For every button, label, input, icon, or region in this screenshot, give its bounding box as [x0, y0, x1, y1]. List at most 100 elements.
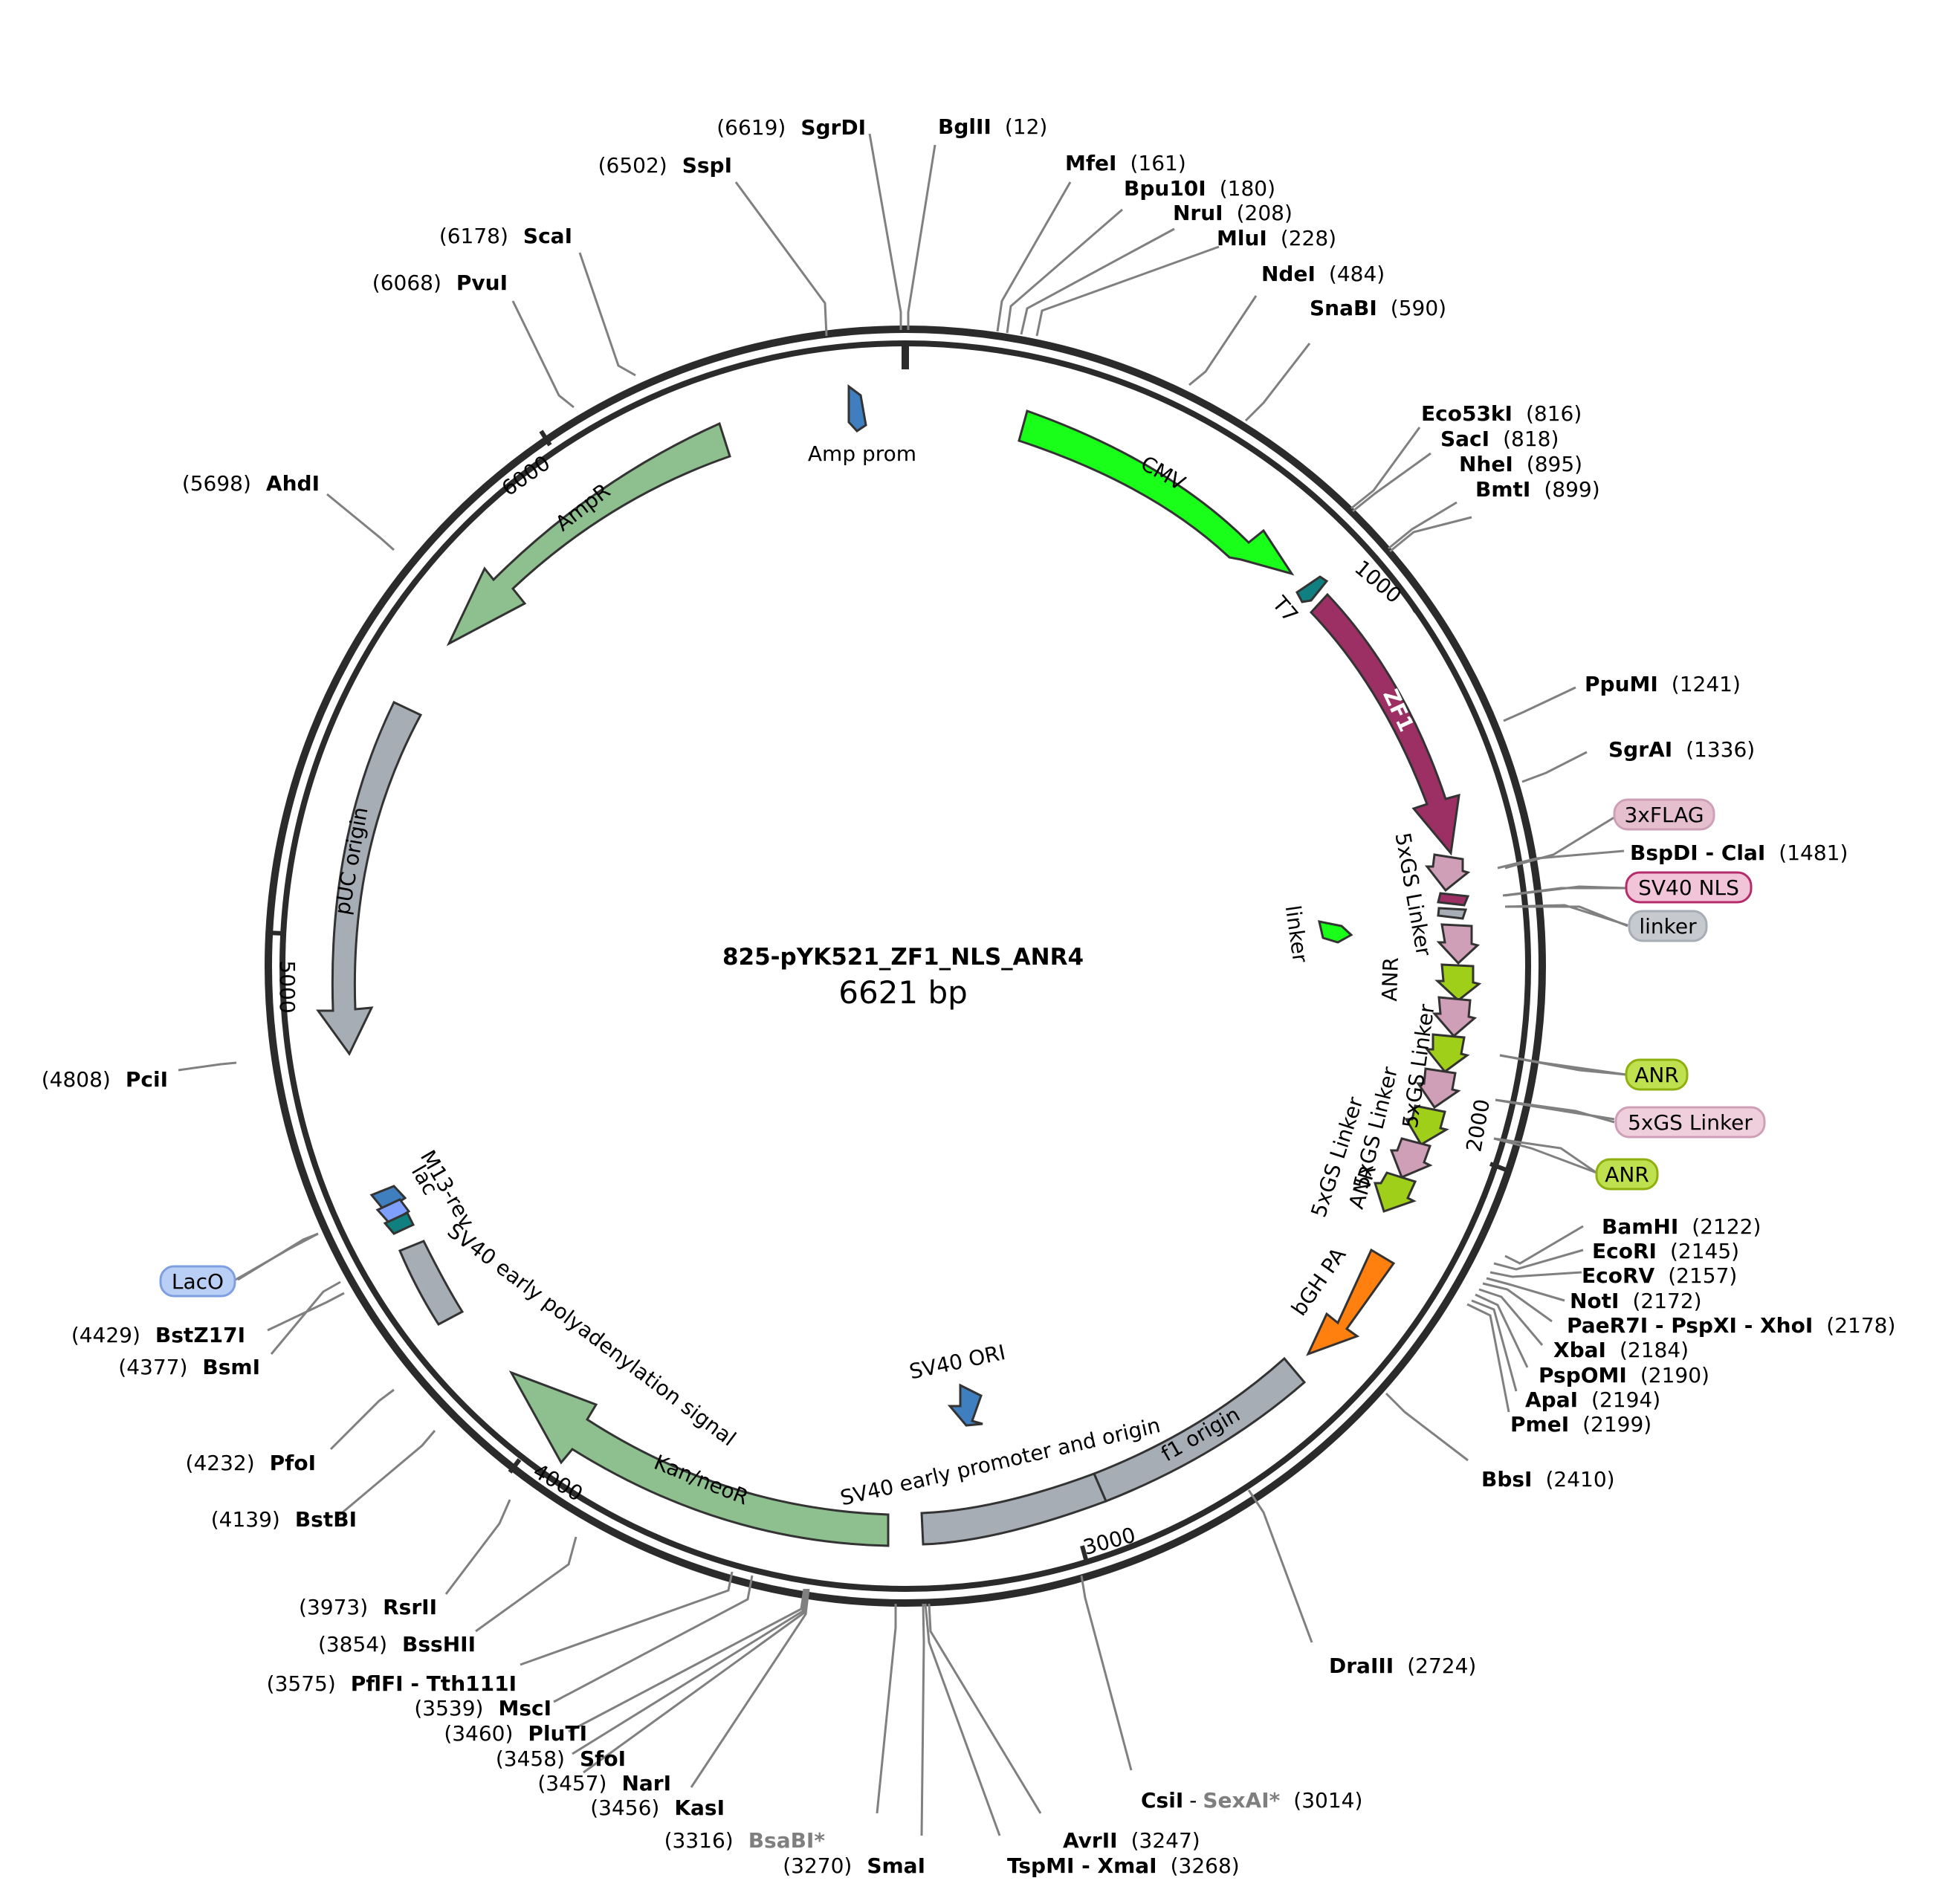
- plasmid-name: 825-pYK521_ZF1_NLS_ANR4: [722, 944, 1084, 971]
- sv40-ori-arrow: [947, 1383, 983, 1427]
- site-sspi: (6502)SspI: [598, 153, 732, 178]
- plasmid-size: 6621 bp: [838, 974, 968, 1011]
- site-kasi: (3456)KasI: [590, 1795, 725, 1820]
- anr-arrow-2: [1424, 1033, 1470, 1074]
- sv40-ori-label: SV40 ORI: [907, 1340, 1007, 1385]
- box-leaders: [233, 815, 1628, 1282]
- kan-neor-arrow: [508, 1370, 890, 1547]
- site-tspmi-xmai: TspMI - XmaI(3268): [1007, 1853, 1240, 1878]
- anr-arrow-3: [1404, 1104, 1449, 1147]
- site-apai: ApaI(2194): [1525, 1387, 1660, 1412]
- t7-arrow: [1295, 575, 1329, 603]
- site-nhei: NheI(895): [1459, 452, 1582, 476]
- box-3xflag: 3xFLAG: [1613, 798, 1715, 831]
- site-pvui: (6068)PvuI: [372, 271, 508, 295]
- 5xgs-linker-arrow-1: [1424, 853, 1471, 893]
- site-ahdi: (5698)AhdI: [182, 471, 320, 496]
- site-nari: (3457)NarI: [537, 1771, 671, 1795]
- legend-boxes: 3xFLAG SV40 NLS linker ANR 5xGS Linker A…: [159, 798, 1766, 1298]
- 5xgs-linker-arrow-5: [1389, 1137, 1433, 1179]
- tick-label-5000: 5000: [275, 960, 300, 1013]
- site-pluti: (3460)PluTI: [444, 1721, 587, 1746]
- site-ecorv: EcoRV(2157): [1582, 1263, 1737, 1288]
- sv40-nls-mark: [1437, 892, 1470, 907]
- site-saci: SacI(818): [1440, 427, 1559, 451]
- sv40-polya-label: SV40 early polyadenylation signal: [443, 1218, 741, 1451]
- site-msci: (3539)MscI: [414, 1696, 551, 1720]
- site-bmti: BmtI(899): [1475, 477, 1600, 502]
- sv40-polya-bar: [398, 1240, 465, 1326]
- site-snabi: SnaBI(590): [1310, 296, 1446, 320]
- sv40-early-promoter-bar: [920, 1472, 1108, 1546]
- t7-label: T7: [1267, 591, 1303, 627]
- svg-text:LacO: LacO: [172, 1269, 224, 1294]
- site-bbsi: BbsI(2410): [1481, 1467, 1615, 1492]
- site-bpu10i: Bpu10I(180): [1124, 176, 1275, 201]
- amp-prom-arrow: [847, 384, 867, 433]
- svg-text:SV40 NLS: SV40 NLS: [1638, 875, 1739, 900]
- anr-arrow-1: [1434, 963, 1482, 1002]
- site-ndei: NdeI(484): [1261, 262, 1385, 286]
- svg-text:ANR: ANR: [1634, 1063, 1679, 1087]
- site-pcii: (4808)PciI: [42, 1067, 168, 1092]
- site-pmei: PmeI(2199): [1510, 1412, 1651, 1437]
- site-mfei: MfeI(161): [1065, 151, 1186, 175]
- ampr-arrow: [446, 421, 731, 647]
- site-rsrii: (3973)RsrII: [299, 1595, 437, 1619]
- 5xgs-linker-arrow-2: [1436, 923, 1481, 965]
- anr-label-1: ANR: [1377, 956, 1403, 1002]
- site-sgrai: SgrAI(1336): [1608, 737, 1755, 762]
- site-ecori: EcoRI(2145): [1592, 1239, 1739, 1263]
- box-anr-1: ANR: [1625, 1058, 1689, 1091]
- site-bsmi: (4377)BsmI: [118, 1355, 260, 1379]
- 5xgs-linker-label-1: 5xGS Linker: [1391, 831, 1437, 958]
- site-pspomi: PspOMI(2190): [1539, 1363, 1709, 1387]
- site-paer7i-pspxi-xhoi: PaeR7I - PspXI - XhoI(2178): [1567, 1313, 1895, 1338]
- site-bstbi: (4139)BstBI: [211, 1507, 357, 1532]
- site-csii-sexai: CsiI-SexAI*(3014): [1141, 1788, 1362, 1813]
- tick-label-2000: 2000: [1461, 1097, 1495, 1153]
- site-bsabi: (3316)BsaBI*: [664, 1828, 826, 1853]
- 5xgs-linker-arrow-3: [1431, 996, 1478, 1038]
- linker-arrow: [1318, 920, 1353, 944]
- site-pfoi: (4232)PfoI: [186, 1451, 316, 1475]
- site-xbai: XbaI(2184): [1553, 1338, 1689, 1362]
- svg-text:ANR: ANR: [1605, 1162, 1649, 1187]
- bgh-pa-arrow: [1306, 1248, 1396, 1356]
- box-5xgs-linker: 5xGS Linker: [1614, 1106, 1766, 1139]
- backbone: [265, 326, 1546, 1607]
- laco-arrow: [383, 1211, 415, 1235]
- site-avrii: AvrII(3247): [1063, 1828, 1200, 1853]
- site-bsshii: (3854)BssHII: [318, 1632, 476, 1657]
- site-bglii: BglII(12): [938, 114, 1047, 139]
- ticks: 1000 2000 3000 4000 5000 6000: [266, 344, 1507, 1563]
- puc-origin-arrow: [316, 701, 423, 1056]
- zf1-arrow: [1309, 592, 1460, 856]
- linker-mark: [1437, 907, 1468, 920]
- site-bstz17i: (4429)BstZ17I: [71, 1323, 245, 1347]
- lac-arrow: [375, 1198, 411, 1225]
- svg-text:5xGS Linker: 5xGS Linker: [1628, 1110, 1753, 1135]
- box-sv40-nls: SV40 NLS: [1625, 871, 1753, 904]
- svg-text:linker: linker: [1639, 914, 1697, 939]
- box-laco: LacO: [159, 1265, 236, 1298]
- site-bspdi-clai: BspDI - ClaI(1481): [1630, 841, 1848, 865]
- 5xgs-linker-arrow-4: [1416, 1067, 1461, 1110]
- cmv-arrow: [1018, 409, 1295, 576]
- site-sfoi: (3458)SfoI: [496, 1746, 626, 1771]
- site-labels: (6619)SgrDI BglII(12) (6502)SspI MfeI(16…: [42, 114, 1896, 1878]
- box-linker: linker: [1628, 910, 1708, 942]
- site-mlui: MluI(228): [1217, 226, 1336, 250]
- amp-prom-label: Amp prom: [808, 441, 916, 466]
- site-sgrdi: (6619)SgrDI: [716, 115, 866, 140]
- site-nrui: NruI(208): [1173, 201, 1293, 225]
- bgh-pa-label: bGH PA: [1287, 1243, 1351, 1321]
- site-scai: (6178)ScaI: [439, 224, 572, 248]
- site-pflfi-tth111i: (3575)PflFI - Tth111I: [267, 1671, 517, 1696]
- site-noti: NotI(2172): [1570, 1289, 1702, 1313]
- box-anr-2: ANR: [1595, 1158, 1659, 1191]
- site-eco53ki: Eco53kI(816): [1421, 401, 1582, 426]
- anr-arrow-4: [1373, 1171, 1417, 1213]
- svg-text:3xFLAG: 3xFLAG: [1624, 803, 1704, 827]
